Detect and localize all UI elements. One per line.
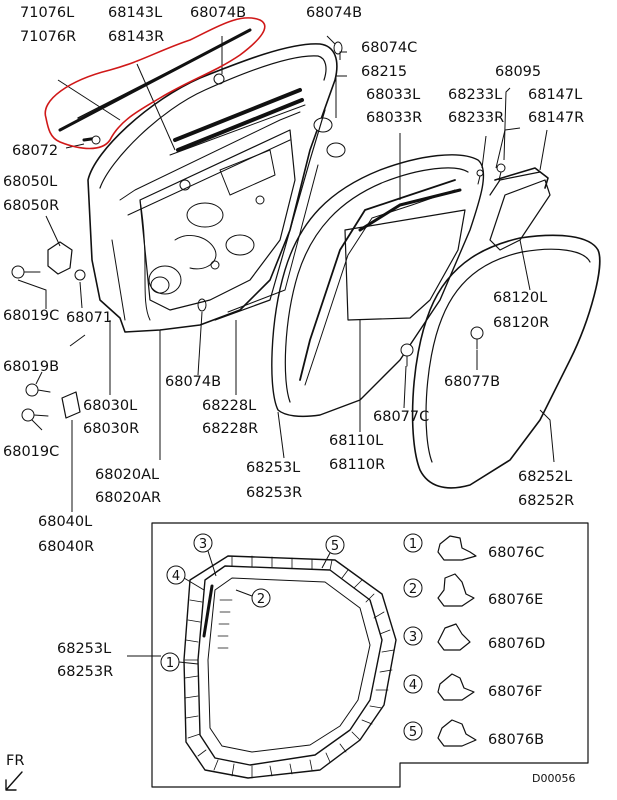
label-68110l: 68110L xyxy=(329,433,383,449)
diagram-code: D00056 xyxy=(532,772,575,785)
legend-4-circle xyxy=(403,674,423,694)
label-68072: 68072 xyxy=(12,143,58,159)
label-68050l: 68050L xyxy=(3,174,57,190)
door-inner-panel xyxy=(139,129,296,311)
fr-label: FR xyxy=(6,753,24,769)
legend-1-part: 68076C xyxy=(488,545,544,561)
legend-2-part: 68076E xyxy=(488,592,543,608)
label-68147l: 68147L xyxy=(528,87,582,103)
legend-3-number: 3 xyxy=(409,630,417,645)
legend-3-part: 68076D xyxy=(488,636,545,652)
label-68050r: 68050R xyxy=(3,198,59,214)
label-68074b-top: 68074B xyxy=(190,5,246,21)
label-68020al: 68020AL xyxy=(95,467,159,483)
clip-68076b-icon xyxy=(437,719,477,747)
weatherstrip-68253 xyxy=(271,154,485,418)
callout-1: 1 xyxy=(166,656,174,671)
plugs-68074 xyxy=(197,41,343,312)
label-68030l: 68030L xyxy=(83,398,137,414)
door-check-68040 xyxy=(61,391,81,419)
callout-2: 2 xyxy=(257,592,265,607)
label-71076r: 71076R xyxy=(20,29,76,45)
legend-4-part: 68076F xyxy=(488,684,542,700)
callout-3-circle xyxy=(193,533,213,553)
clip-68076e-icon xyxy=(437,573,475,607)
label-68120l: 68120L xyxy=(493,290,547,306)
label-68110r: 68110R xyxy=(329,457,385,473)
label-68233r: 68233R xyxy=(448,110,504,126)
callout-5-circle xyxy=(325,535,345,555)
callout-2-circle xyxy=(251,588,271,608)
label-68253r: 68253R xyxy=(246,485,302,501)
label-68253l-detail: 68253L xyxy=(57,641,111,657)
label-68143l: 68143L xyxy=(108,5,162,21)
screws xyxy=(400,163,506,367)
legend-1-circle xyxy=(403,533,423,553)
cushion-68215 xyxy=(313,117,346,158)
legend-5-part: 68076B xyxy=(488,732,544,748)
label-68040r: 68040R xyxy=(38,539,94,555)
label-68033l: 68033L xyxy=(366,87,420,103)
clip-legend: 1 68076C 2 68076E 3 68076D 4 68076F 5 68… xyxy=(403,533,545,748)
label-68095: 68095 xyxy=(495,64,541,80)
legend-5-number: 5 xyxy=(409,725,417,740)
label-68233l: 68233L xyxy=(448,87,502,103)
label-68071: 68071 xyxy=(66,310,112,326)
weatherstrip-68252 xyxy=(411,234,601,489)
label-68215: 68215 xyxy=(361,64,407,80)
part-labels: 71076L 71076R 68143L 68143R 68074B 68074… xyxy=(3,5,584,555)
channel-68033 xyxy=(358,188,462,232)
detail-box: 3 5 4 2 1 68253L 68253R 1 68076C 2 68076… xyxy=(57,522,589,788)
bolts-68019 xyxy=(11,265,86,422)
label-68252l: 68252L xyxy=(518,469,572,485)
leader-lines xyxy=(17,35,555,512)
label-68040l: 68040L xyxy=(38,514,92,530)
label-68253l: 68253L xyxy=(246,460,300,476)
label-68033r: 68033R xyxy=(366,110,422,126)
clip-68076c-icon xyxy=(437,535,477,561)
legend-2-number: 2 xyxy=(409,582,417,597)
clip-68076d-icon xyxy=(437,623,471,651)
callout-4-circle xyxy=(166,565,186,585)
label-71076l: 71076L xyxy=(20,5,74,21)
label-68019c-lower: 68019C xyxy=(3,444,59,460)
label-68120r: 68120R xyxy=(493,315,549,331)
label-68019c-upper: 68019C xyxy=(3,308,59,324)
clip-layout-drawing xyxy=(183,555,397,779)
label-68147r: 68147R xyxy=(528,110,584,126)
label-68228l: 68228L xyxy=(202,398,256,414)
legend-3-circle xyxy=(403,626,423,646)
legend-1-number: 1 xyxy=(409,537,417,552)
label-68077b: 68077B xyxy=(444,374,500,390)
label-68228r: 68228R xyxy=(202,421,258,437)
label-68074b-lower: 68074B xyxy=(165,374,221,390)
legend-4-number: 4 xyxy=(409,678,417,693)
clip-68076f-icon xyxy=(437,673,475,701)
label-68077c: 68077C xyxy=(373,409,429,425)
front-direction-indicator: FR xyxy=(5,753,24,791)
door-panel-outer xyxy=(87,43,338,333)
hinge-68050 xyxy=(47,241,73,275)
label-68020ar: 68020AR xyxy=(95,490,161,506)
door-glass-68110 xyxy=(299,179,466,386)
legend-2-circle xyxy=(403,578,423,598)
clip-68072 xyxy=(82,135,101,145)
label-68253r-detail: 68253R xyxy=(57,664,113,680)
seal-68228 xyxy=(214,109,326,321)
highlight-outline xyxy=(44,17,266,150)
belt-line-weatherstrip xyxy=(58,28,306,156)
arrow-icon xyxy=(5,771,23,791)
label-68030r: 68030R xyxy=(83,421,139,437)
callout-4: 4 xyxy=(172,569,180,584)
callout-3: 3 xyxy=(199,537,207,552)
label-68074c: 68074C xyxy=(361,40,417,56)
label-68074b-top-right: 68074B xyxy=(306,5,362,21)
label-68019b: 68019B xyxy=(3,359,59,375)
label-68252r: 68252R xyxy=(518,493,574,509)
callout-5: 5 xyxy=(331,539,339,554)
legend-5-circle xyxy=(403,721,423,741)
label-68143r: 68143R xyxy=(108,29,164,45)
